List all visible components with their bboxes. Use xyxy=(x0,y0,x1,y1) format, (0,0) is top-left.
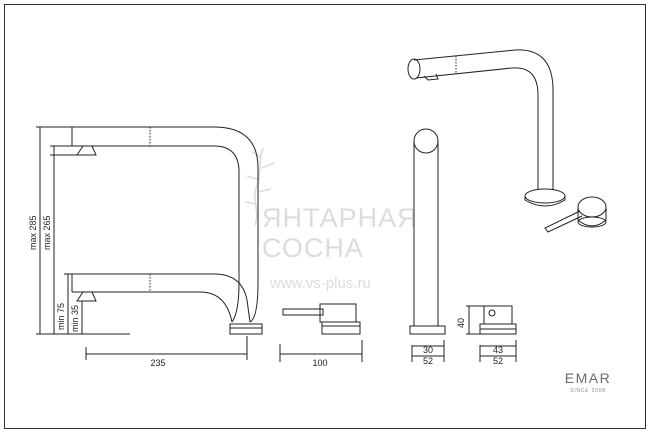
watermark-url: www.vs-plus.ru xyxy=(269,275,371,292)
dimension-labels: max 285 max 265 min 75 min 35 235 100 30… xyxy=(28,215,503,368)
aerator-raised xyxy=(76,145,97,156)
brand-logo: EMAR SINCE 2008 xyxy=(565,370,611,394)
dim-max-285: max 285 xyxy=(28,215,38,250)
dim-100: 100 xyxy=(312,358,327,368)
faucet-perspective xyxy=(407,49,607,233)
dim-40: 40 xyxy=(456,318,466,328)
faucet-side-view xyxy=(36,126,263,360)
spout-lowered xyxy=(72,273,251,323)
spout-raised xyxy=(72,126,259,323)
brand-name: EMAR xyxy=(565,370,611,386)
watermark-line-2: СОСНА xyxy=(262,233,364,263)
faucet-base xyxy=(229,323,263,335)
dim-52-front: 52 xyxy=(423,356,433,366)
dim-52-mixer: 52 xyxy=(493,356,503,366)
dim-235: 235 xyxy=(150,358,165,368)
brand-since: SINCE 2008 xyxy=(570,388,606,394)
spout-lowered-inner xyxy=(72,291,233,323)
dim-30: 30 xyxy=(423,345,433,355)
faucet-front-view xyxy=(409,128,446,362)
lever-mixer-front-view xyxy=(466,305,517,362)
dim-max-265: max 265 xyxy=(42,215,52,250)
lever-mixer-side-view xyxy=(279,303,363,362)
aerator-lowered xyxy=(76,291,97,302)
watermark: ЯНТАРНАЯ СОСНА www.vs-plus.ru xyxy=(244,147,418,292)
dim-min-75: min 75 xyxy=(56,303,66,330)
drawing-border xyxy=(4,4,646,429)
dim-43: 43 xyxy=(493,345,503,355)
spout-raised-inner xyxy=(72,145,240,323)
dim-min-35: min 35 xyxy=(70,305,80,332)
watermark-line-1: ЯНТАРНАЯ xyxy=(262,203,418,233)
